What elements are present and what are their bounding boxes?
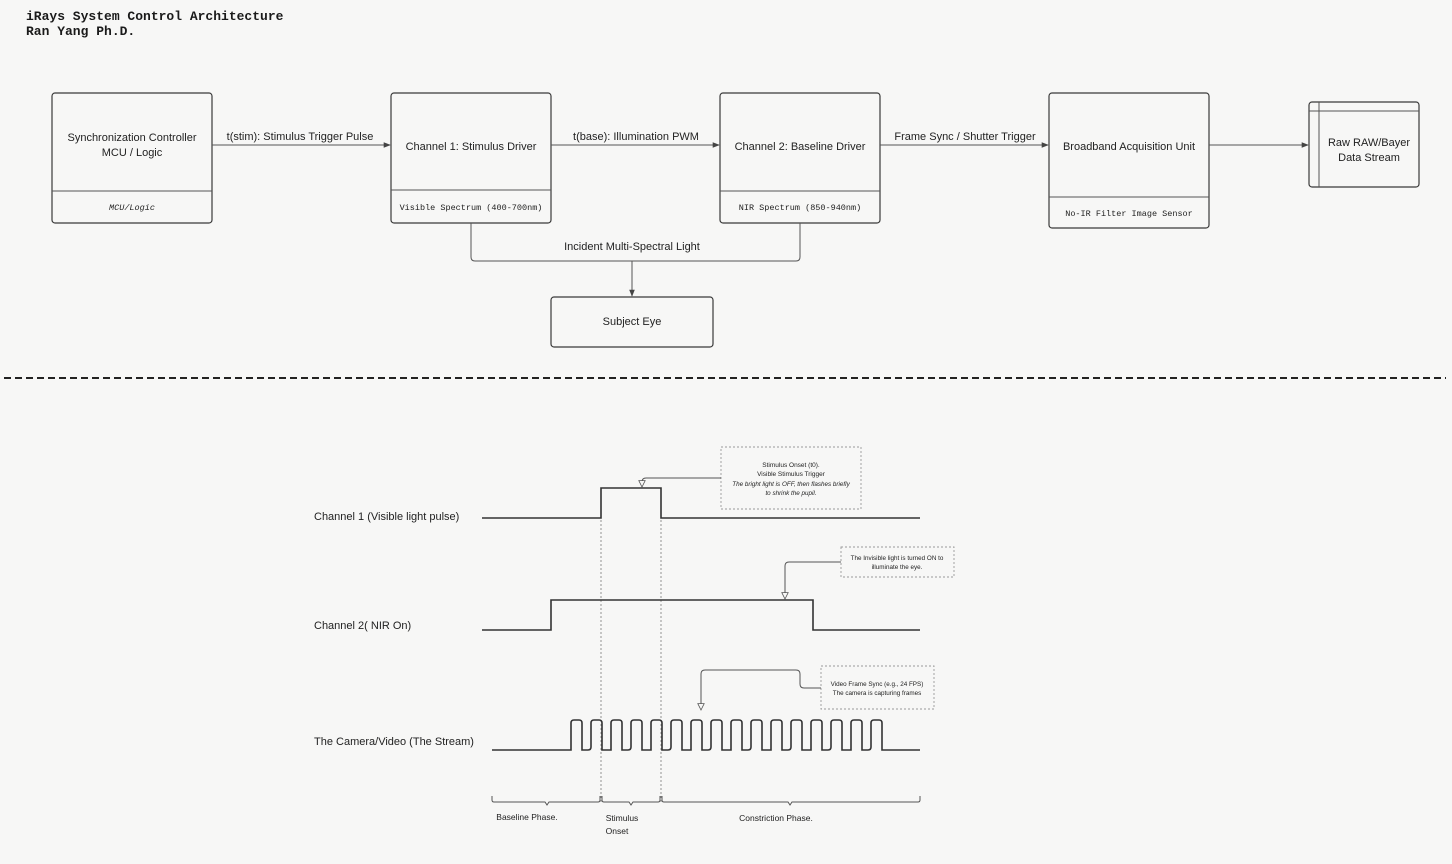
stimulus-note-connector — [642, 477, 721, 487]
stimulus-onset-note: Stimulus Onset (t0). Visible Stimulus Tr… — [720, 446, 862, 510]
raw-data-stream-node[interactable]: Raw RAW/Bayer Data Stream — [1308, 101, 1420, 188]
channel1-driver-label: Channel 1: Stimulus Driver — [406, 141, 537, 153]
stimulus-phase-label-2: Onset — [606, 826, 629, 836]
channel1-driver-node[interactable]: Channel 1: Stimulus Driver Visible Spect… — [390, 92, 552, 224]
sync-controller-label-2: MCU / Logic — [102, 147, 163, 159]
camera-signal-label: The Camera/Video (The Stream) — [314, 736, 474, 748]
channel2-driver-label: Channel 2: Baseline Driver — [735, 141, 866, 153]
acquisition-unit-node[interactable]: Broadband Acquisition Unit No-IR Filter … — [1048, 92, 1210, 229]
author-name: Ran Yang Ph.D. — [26, 24, 136, 39]
nir-on-note: The Invisible light is turned ON to illu… — [840, 546, 955, 578]
channel2-signal-label: Channel 2( NIR On) — [314, 620, 411, 632]
video-note-connector — [701, 669, 821, 710]
stimulus-note-line2: Visible Stimulus Trigger — [757, 471, 826, 478]
channel1-signal-label: Channel 1 (Visible light pulse) — [314, 511, 459, 523]
nir-note-line2: illuminate the eye. — [872, 564, 923, 571]
channel2-waveform — [482, 599, 920, 631]
nir-note-line1: The Invisible light is turned ON to — [851, 555, 944, 562]
sync-controller-node[interactable]: Synchronization Controller MCU / Logic M… — [51, 92, 213, 224]
stimulus-note-line3: The bright light is OFF, then flashes br… — [732, 481, 850, 488]
camera-waveform — [492, 719, 920, 751]
constriction-phase-label: Constriction Phase. — [739, 813, 813, 823]
stimulus-phase-brace — [601, 796, 661, 806]
illumination-pwm-label: t(base): Illumination PWM — [573, 131, 699, 143]
channel1-driver-sub: Visible Spectrum (400-700nm) — [400, 203, 543, 213]
channel2-driver-sub: NIR Spectrum (850-940nm) — [739, 203, 861, 213]
stimulus-note-line4: to shrink the pupil. — [765, 490, 816, 497]
raw-data-stream-label-2: Data Stream — [1338, 152, 1400, 164]
constriction-phase-brace — [661, 796, 921, 806]
stimulus-phase-label: Stimulus — [606, 813, 639, 823]
sync-controller-label: Synchronization Controller — [67, 132, 196, 144]
raw-data-stream-label: Raw RAW/Bayer — [1328, 137, 1410, 149]
diagram-title: iRays System Control Architecture — [26, 9, 284, 24]
baseline-phase-brace — [491, 796, 601, 806]
channel1-waveform — [482, 487, 920, 519]
video-note-line2: The camera is capturing frames — [833, 690, 922, 697]
incident-light-path-ch2 — [632, 223, 801, 262]
channel2-driver-node[interactable]: Channel 2: Baseline Driver NIR Spectrum … — [719, 92, 881, 224]
acquisition-unit-sub: No-IR Filter Image Sensor — [1065, 209, 1193, 219]
incident-light-path-ch1 — [470, 223, 632, 262]
video-note-line1: Video Frame Sync (e.g., 24 FPS) — [831, 681, 924, 688]
incident-light-label: Incident Multi-Spectral Light — [564, 241, 700, 253]
subject-eye-node[interactable]: Subject Eye — [550, 296, 714, 348]
nir-note-connector — [785, 561, 841, 599]
acquisition-unit-label: Broadband Acquisition Unit — [1063, 141, 1195, 153]
stim-trigger-label: t(stim): Stimulus Trigger Pulse — [227, 131, 374, 143]
baseline-phase-label: Baseline Phase. — [496, 812, 557, 822]
subject-eye-label: Subject Eye — [603, 316, 662, 328]
header: iRays System Control Architecture Ran Ya… — [26, 9, 283, 39]
frame-sync-label: Frame Sync / Shutter Trigger — [894, 131, 1036, 143]
stimulus-note-line1: Stimulus Onset (t0). — [762, 462, 820, 469]
sync-controller-sub: MCU/Logic — [109, 203, 155, 213]
video-sync-note: Video Frame Sync (e.g., 24 FPS) The came… — [820, 665, 935, 710]
